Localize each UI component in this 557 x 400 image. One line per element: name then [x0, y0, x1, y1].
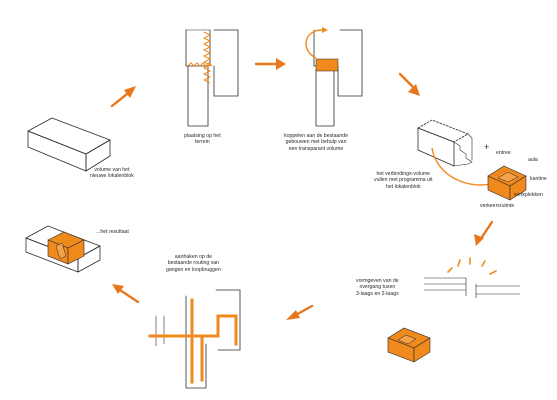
volume-block-sketch — [27, 117, 111, 172]
transition-sketch — [387, 257, 521, 363]
arrow-icon — [254, 58, 286, 70]
placement-plan-sketch — [185, 29, 239, 127]
caption-result: ...het resultaat — [96, 229, 129, 235]
arrow-icon — [112, 284, 140, 304]
arrow-icon — [398, 72, 420, 96]
label-kantine: kantine — [530, 176, 547, 182]
routing-sketch — [148, 289, 241, 389]
label-werkplekken: werkplekken — [514, 192, 543, 198]
program-sketch — [417, 119, 527, 201]
arrow-icon — [110, 86, 136, 108]
label-plus: + — [484, 142, 490, 152]
arrow-icon — [286, 304, 314, 320]
label-aula: aula — [528, 157, 538, 163]
label-verkeersruimte: verkeersruimte — [480, 203, 515, 209]
arrow-icon — [474, 220, 494, 246]
result-sketch — [25, 225, 101, 273]
label-entree: entree — [496, 150, 511, 156]
coupling-plan-sketch — [305, 27, 363, 127]
